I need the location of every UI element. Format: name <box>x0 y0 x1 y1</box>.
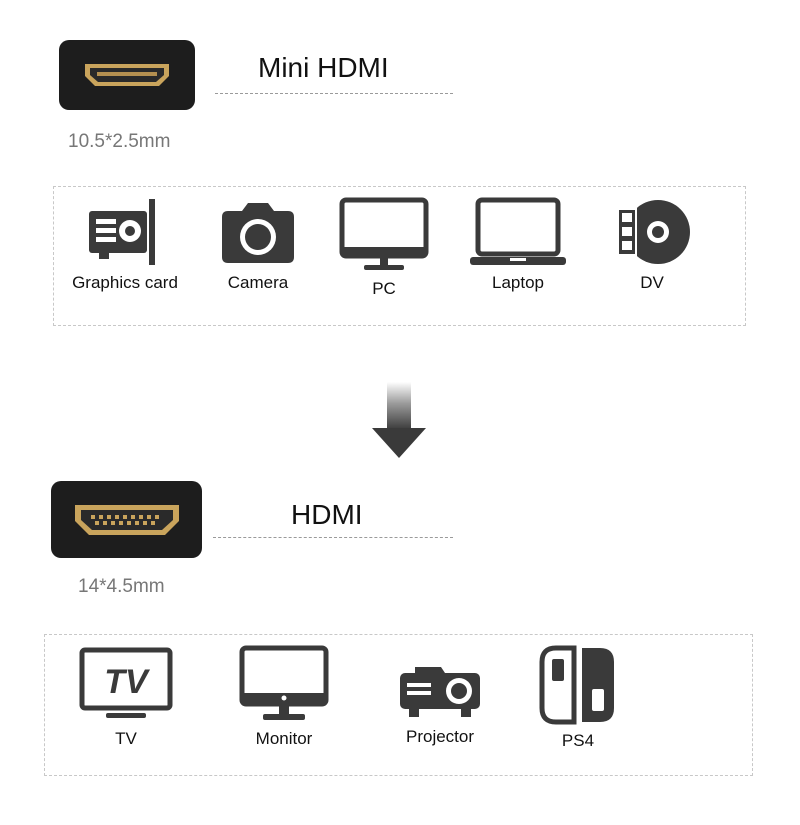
device-label: PS4 <box>561 731 595 750</box>
device-label: Camera <box>227 273 289 292</box>
camera-icon <box>222 203 294 263</box>
hdmi-devices-box: TV TV Monitor Projector <box>44 634 753 776</box>
device-ps4: PS4 <box>513 645 643 751</box>
hdmi-divider <box>213 537 453 538</box>
monitor-icon <box>239 645 329 720</box>
hdmi-size: 14*4.5mm <box>78 576 165 597</box>
mini-hdmi-divider <box>215 93 453 94</box>
tv-icon-text: TV <box>104 663 151 701</box>
device-tv: TV TV <box>61 647 191 749</box>
game-console-icon <box>539 645 614 725</box>
mini-hdmi-port-icon <box>85 64 169 86</box>
laptop-icon <box>470 197 566 265</box>
device-label: TV <box>115 729 137 748</box>
device-monitor: Monitor <box>219 645 349 749</box>
dv-camcorder-icon <box>617 200 690 264</box>
device-graphics-card: Graphics card <box>60 197 190 293</box>
device-label: Graphics card <box>72 273 178 292</box>
mini-hdmi-size: 10.5*2.5mm <box>68 131 171 152</box>
device-pc: PC <box>319 197 449 299</box>
device-dv: DV <box>587 197 717 293</box>
arrow-down-icon <box>372 382 426 458</box>
hdmi-port-icon <box>74 504 179 535</box>
device-label: Projector <box>405 727 475 746</box>
hdmi-connector <box>51 481 202 558</box>
device-label: DV <box>640 273 664 292</box>
device-laptop: Laptop <box>453 197 583 293</box>
device-camera: Camera <box>193 197 323 293</box>
hdmi-title: HDMI <box>291 499 363 530</box>
mini-hdmi-devices-box: Graphics card Camera PC Laptop <box>53 186 746 326</box>
pc-monitor-icon <box>339 197 429 270</box>
tv-icon: TV <box>79 647 173 718</box>
device-projector: Projector <box>375 663 505 747</box>
device-label: PC <box>372 279 396 298</box>
device-label: Monitor <box>255 729 313 748</box>
mini-hdmi-title: Mini HDMI <box>258 52 389 83</box>
mini-hdmi-connector <box>59 40 195 110</box>
projector-icon <box>400 667 480 717</box>
graphics-card-icon <box>89 199 155 265</box>
device-label: Laptop <box>492 273 544 292</box>
